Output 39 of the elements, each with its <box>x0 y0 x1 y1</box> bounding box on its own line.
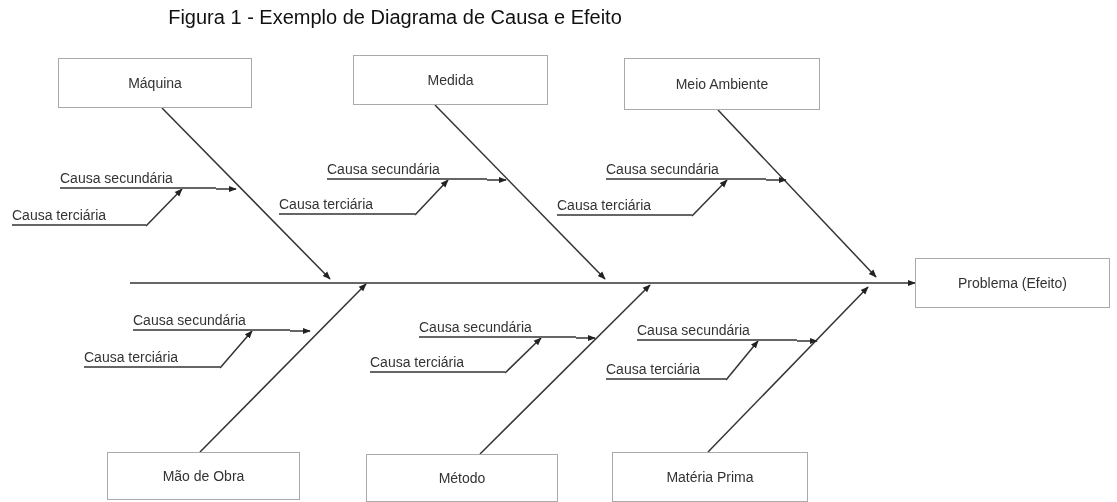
arrow <box>796 337 818 345</box>
cause-label: Causa secundária <box>133 313 290 331</box>
category-box: Problema (Efeito) <box>915 258 1110 308</box>
arrow <box>129 279 916 287</box>
arrow <box>479 284 651 455</box>
cause-label: Causa secundária <box>60 171 216 189</box>
cause-label: Causa secundária <box>419 320 576 338</box>
cause-label: Causa terciária <box>557 198 692 216</box>
category-box: Mão de Obra <box>107 452 300 500</box>
arrow <box>219 330 253 369</box>
arrow <box>707 286 869 453</box>
arrow <box>199 283 367 453</box>
arrow <box>725 340 759 381</box>
cause-label: Causa secundária <box>327 162 487 180</box>
arrow <box>434 104 606 280</box>
category-box: Máquina <box>58 58 252 108</box>
arrow <box>486 176 507 184</box>
cause-label: Causa terciária <box>84 350 220 368</box>
cause-label: Causa terciária <box>606 362 726 380</box>
arrow <box>717 109 877 278</box>
arrow <box>145 188 183 227</box>
cause-label: Causa terciária <box>370 355 505 373</box>
category-box: Método <box>366 454 558 502</box>
arrow <box>765 176 787 184</box>
cause-label: Causa secundária <box>637 323 797 341</box>
arrow <box>215 185 237 193</box>
arrow <box>161 107 331 280</box>
arrow <box>575 334 596 342</box>
category-box: Medida <box>353 55 548 105</box>
arrow <box>289 327 311 335</box>
category-box: Meio Ambiente <box>624 58 820 110</box>
cause-label: Causa secundária <box>606 162 766 180</box>
arrow <box>414 179 449 216</box>
category-box: Matéria Prima <box>612 452 808 502</box>
arrow <box>504 337 542 374</box>
figure-title: Figura 1 - Exemplo de Diagrama de Causa e Efeito <box>167 6 623 29</box>
cause-label: Causa terciária <box>12 208 146 226</box>
arrow <box>691 179 728 217</box>
cause-label: Causa terciária <box>279 197 415 215</box>
